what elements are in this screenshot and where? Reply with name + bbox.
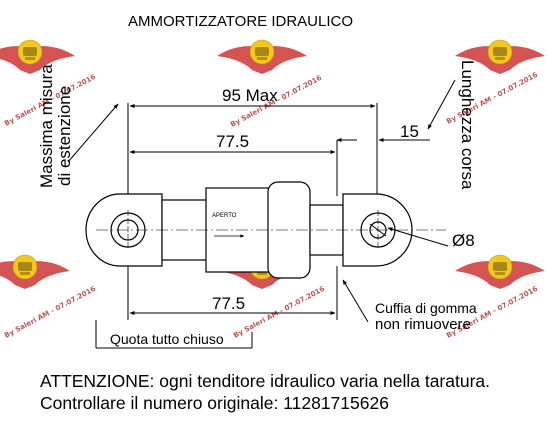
dimension-nominal-top [129,140,338,196]
dimension-nominal-bottom [127,266,338,320]
rubber-cap-leader [342,279,369,323]
closed-dimension-bracket [95,320,253,349]
rubber-cap-label-line2: non rimuovere [375,316,471,333]
bushing-slot [369,223,387,237]
stroke-leader [427,79,456,130]
body-marking: APERTO [212,213,237,219]
max-length-label: 95 Max [222,86,278,105]
nominal-length-bottom-label: 77.5 [212,294,245,313]
warning-note: ATTENZIONE: ogni tenditore idraulico var… [40,370,490,414]
max-extension-label-line1: Massima misura [37,64,56,188]
stroke-value-label: 15 [400,122,419,141]
warning-note-line2: Controllare il numero originale: 1128171… [40,393,389,413]
max-extension-label-line2: di estenzione [55,86,74,186]
max-extension-leader [67,103,119,163]
watermark-logo-icon [216,39,308,75]
dimension-max-length [127,103,378,196]
watermark-text: By Saleri AM - 07.07.2016 [3,285,97,340]
stroke-label: Lunghezza corsa [458,60,477,190]
rubber-cap-label-line1: Cuffia di gomma [375,300,477,316]
diameter-leader [387,227,449,247]
diameter-label: Ø8 [452,231,475,250]
nominal-length-top-label: 77.5 [216,132,249,151]
watermark-logo-icon [0,254,71,290]
closed-dimension-label: Quota tutto chiuso [110,331,224,347]
drawing-title: AMMORTIZZATORE IDRAULICO [128,13,353,30]
watermark-text: By Saleri AM - 07.07.2016 [232,285,326,340]
watermark-logo-icon [454,254,546,290]
warning-note-line1: ATTENZIONE: ogni tenditore idraulico var… [40,371,491,391]
